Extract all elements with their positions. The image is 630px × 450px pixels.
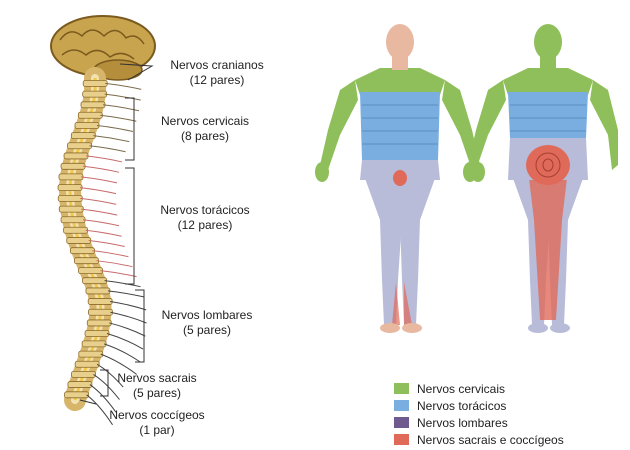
vertebra bbox=[74, 122, 100, 129]
vertebra bbox=[81, 340, 107, 348]
spinal-nerves bbox=[79, 82, 147, 426]
legend-label: Nervos lombares bbox=[417, 415, 508, 430]
legend-swatch bbox=[394, 417, 409, 428]
nerve-branch bbox=[96, 125, 134, 132]
vertebra bbox=[74, 257, 99, 265]
vertebra bbox=[84, 330, 110, 337]
front-body-figure bbox=[315, 24, 485, 333]
vertebra bbox=[82, 79, 108, 87]
vertebra bbox=[64, 391, 89, 399]
nerve-branch bbox=[89, 145, 126, 153]
nerve-branch bbox=[86, 394, 113, 426]
nerve-branch bbox=[104, 280, 141, 288]
nerve-branch bbox=[106, 332, 144, 350]
vertebra bbox=[74, 360, 100, 368]
legend-item-thoracic: Nervos torácicos bbox=[394, 397, 564, 414]
vertebra bbox=[63, 152, 89, 160]
section-brackets bbox=[79, 97, 145, 405]
vertebra bbox=[86, 319, 112, 327]
nerve-branch bbox=[83, 165, 120, 173]
nerve-branch bbox=[110, 300, 147, 311]
vertebra bbox=[82, 277, 107, 285]
label-coccygeal: Nervos coccígeos(1 par) bbox=[109, 408, 205, 437]
vertebra bbox=[87, 298, 113, 305]
nerve-branch bbox=[100, 270, 137, 278]
nerve-branch bbox=[100, 114, 137, 122]
vertebra bbox=[67, 381, 93, 388]
legend-label: Nervos cervicais bbox=[417, 381, 506, 396]
legend-label: Nervos sacrais e coccígeos bbox=[417, 432, 564, 447]
nerve-branch bbox=[85, 155, 123, 163]
nerve-branch bbox=[104, 93, 141, 101]
label-thoracic: Nervos torácicos(12 pares) bbox=[160, 203, 250, 232]
vertebra bbox=[78, 267, 103, 275]
vertebra bbox=[60, 216, 86, 224]
nerve-branch bbox=[110, 311, 147, 324]
vertebra bbox=[77, 111, 103, 119]
nerve-branch bbox=[109, 322, 146, 337]
label-cervical: Nervos cervicais(8 pares) bbox=[160, 114, 250, 143]
nerve-branch bbox=[93, 135, 130, 143]
vertebra bbox=[58, 205, 84, 213]
brain-illustration bbox=[50, 15, 156, 81]
nerve-branch bbox=[85, 229, 122, 237]
dermatome-legend: Nervos cervicais Nervos torácicos Nervos… bbox=[394, 380, 564, 448]
nerve-branch bbox=[93, 373, 120, 400]
nerve-branch bbox=[88, 240, 125, 248]
vertebra bbox=[82, 90, 108, 98]
label-sacral: Nervos sacrais(5 pares) bbox=[117, 371, 197, 400]
legend-item-lumbar: Nervos lombares bbox=[394, 414, 564, 431]
vertebrae bbox=[57, 79, 113, 399]
spinal-cord-illustration bbox=[50, 15, 156, 426]
nerve-branch bbox=[80, 176, 118, 184]
nerve-branch bbox=[79, 187, 117, 195]
vertebra bbox=[85, 287, 111, 295]
vertebra bbox=[67, 142, 92, 150]
dermatome-figures bbox=[315, 24, 618, 333]
label-cranial: Nervos cranianos(12 pares) bbox=[170, 58, 264, 87]
nerve-branch bbox=[96, 260, 133, 268]
legend-item-cervical: Nervos cervicais bbox=[394, 380, 564, 397]
legend-swatch bbox=[394, 383, 409, 394]
legend-swatch bbox=[394, 400, 409, 411]
vertebra bbox=[57, 184, 83, 192]
nerve-branch bbox=[103, 343, 141, 363]
nerve-branch bbox=[82, 219, 120, 227]
vertebra bbox=[70, 132, 96, 140]
vertebra bbox=[60, 162, 86, 170]
vertebra bbox=[78, 350, 104, 358]
nerve-branch bbox=[100, 353, 138, 375]
nerve-branch bbox=[102, 104, 140, 112]
legend-swatch bbox=[394, 434, 409, 445]
vertebra bbox=[70, 247, 95, 255]
nerve-branch bbox=[96, 363, 124, 388]
back-body-figure bbox=[463, 24, 618, 333]
nerve-branch bbox=[105, 82, 142, 90]
vertebra bbox=[71, 371, 96, 378]
vertebra bbox=[66, 237, 92, 244]
vertebra bbox=[58, 173, 84, 181]
vertebra bbox=[88, 308, 113, 316]
label-lumbar: Nervos lombares(5 pares) bbox=[161, 308, 253, 337]
vertebra bbox=[57, 194, 83, 202]
vertebra bbox=[80, 101, 106, 109]
legend-label: Nervos torácicos bbox=[417, 398, 507, 413]
nerve-branch bbox=[107, 290, 145, 298]
legend-item-sacral: Nervos sacrais e coccígeos bbox=[394, 431, 564, 448]
vertebra bbox=[63, 226, 88, 234]
nerve-branch bbox=[80, 197, 117, 205]
nerve-branch bbox=[92, 250, 129, 258]
nerve-branch bbox=[81, 208, 118, 216]
